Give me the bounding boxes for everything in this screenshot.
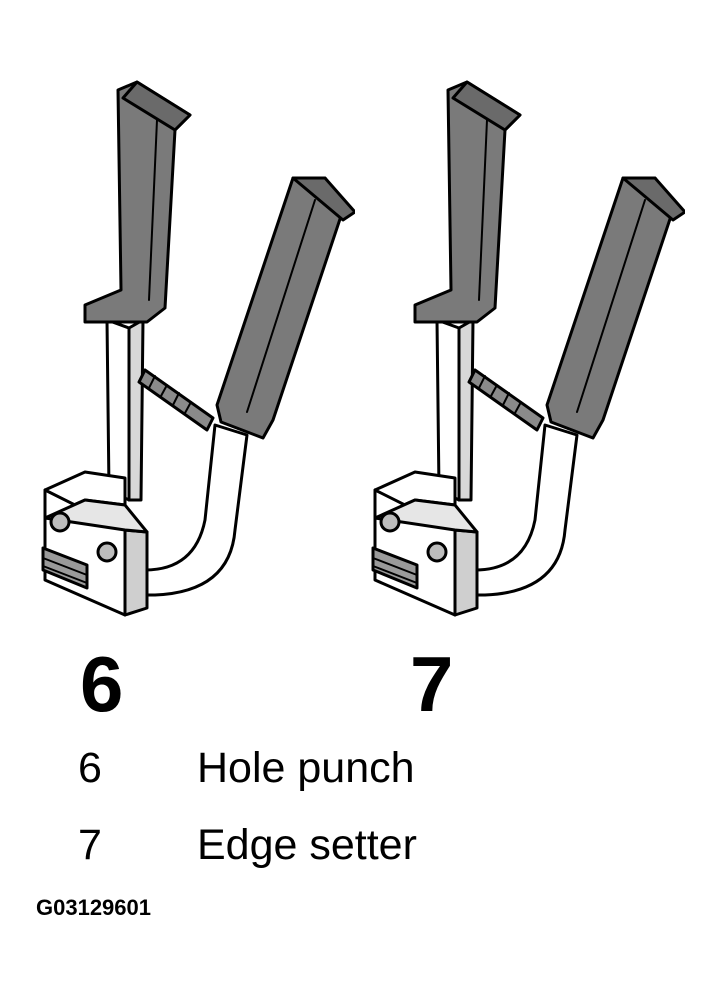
edge-setter-drawing [371, 80, 685, 617]
hole-punch-drawing [41, 80, 355, 617]
legend-key: 6 [78, 744, 102, 792]
legend-row-edge-setter: 7 Edge setter [0, 820, 727, 870]
figure-id: G03129601 [36, 895, 151, 920]
tool-illustration-edge-setter [355, 60, 685, 640]
tool-illustration-hole-punch [25, 60, 355, 640]
legend-text: Hole punch [197, 744, 415, 792]
legend-key: 7 [78, 821, 102, 869]
legend-row-hole-punch: 6 Hole punch [0, 743, 727, 793]
legend-text: Edge setter [197, 821, 417, 869]
callout-number-7: 7 [410, 640, 453, 728]
callout-number-6: 6 [80, 640, 123, 728]
